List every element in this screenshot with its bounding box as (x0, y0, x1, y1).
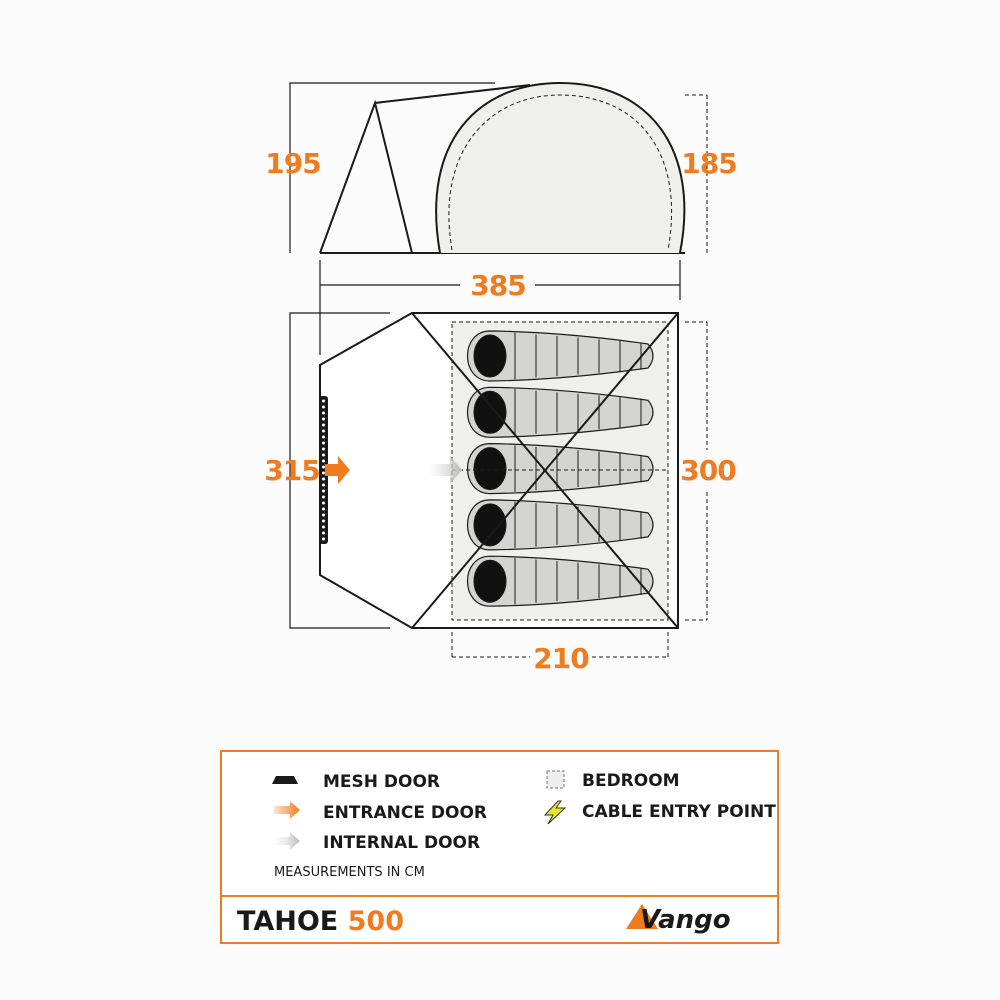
mesh-dot (322, 429, 325, 433)
legend-label: MESH DOOR (323, 772, 440, 792)
legend-label: INTERNAL DOOR (323, 833, 480, 853)
sleeping-bag (467, 499, 654, 551)
mesh-dot (322, 525, 325, 529)
sleeping-bag (467, 386, 654, 438)
mesh-dot (322, 453, 325, 457)
product-title: TAHOE 500 (237, 906, 404, 937)
mesh-dot (322, 405, 325, 409)
mesh-dot (322, 531, 325, 535)
legend-label: ENTRANCE DOOR (323, 803, 487, 823)
width-bedroom-label: 300 (680, 454, 736, 487)
plan-view (289, 312, 708, 660)
height-front-label: 195 (265, 147, 320, 180)
sleeping-bag (467, 555, 654, 607)
measurement-note: MEASUREMENTS IN CM (274, 865, 425, 880)
entrance-arrow-icon (325, 456, 350, 484)
internal-arrow-icon (274, 832, 300, 850)
mesh-dot (322, 483, 325, 487)
svg-text:Vango: Vango (640, 905, 731, 935)
mesh-dot (322, 489, 325, 493)
mesh-dot (322, 435, 325, 439)
legend: MESH DOOR ENTRANCE DOOR INTERNAL DOOR BE… (220, 750, 779, 944)
mesh-dot (322, 471, 325, 475)
mesh-dot (322, 507, 325, 511)
legend-label: CABLE ENTRY POINT (582, 802, 776, 822)
mesh-dot (322, 519, 325, 523)
mesh-dot (322, 411, 325, 415)
mesh-dot (322, 495, 325, 499)
mesh-door-icon (272, 776, 298, 784)
entrance-arrow-icon (274, 801, 300, 819)
length-label: 385 (470, 269, 525, 302)
sleeping-bags (467, 330, 654, 607)
mesh-dot (322, 537, 325, 541)
side-view (289, 81, 708, 355)
mesh-dot (322, 513, 325, 517)
width-front-label: 315 (264, 454, 319, 487)
mesh-dot (322, 459, 325, 463)
head (473, 503, 507, 547)
internal-arrow-icon (428, 456, 462, 484)
bedroom-icon (546, 770, 565, 789)
head (473, 559, 507, 603)
sleeping-bag (467, 442, 654, 495)
legend-label: BEDROOM (582, 771, 680, 791)
sleeping-bag (467, 330, 654, 382)
mesh-dot (322, 501, 325, 505)
bedroom-depth-label: 210 (533, 642, 589, 675)
head (473, 447, 507, 491)
height-rear-label: 185 (681, 147, 736, 180)
mesh-dot (322, 399, 325, 403)
mesh-dot (322, 441, 325, 445)
mesh-dot (322, 477, 325, 481)
mesh-dot (322, 465, 325, 469)
mesh-door (319, 396, 328, 544)
mesh-dot (322, 417, 325, 421)
lightning-icon (543, 800, 567, 825)
head (473, 334, 507, 378)
head (473, 390, 507, 434)
vango-logo: Vango (626, 904, 731, 935)
mesh-dot (322, 423, 325, 427)
mesh-dot (322, 447, 325, 451)
